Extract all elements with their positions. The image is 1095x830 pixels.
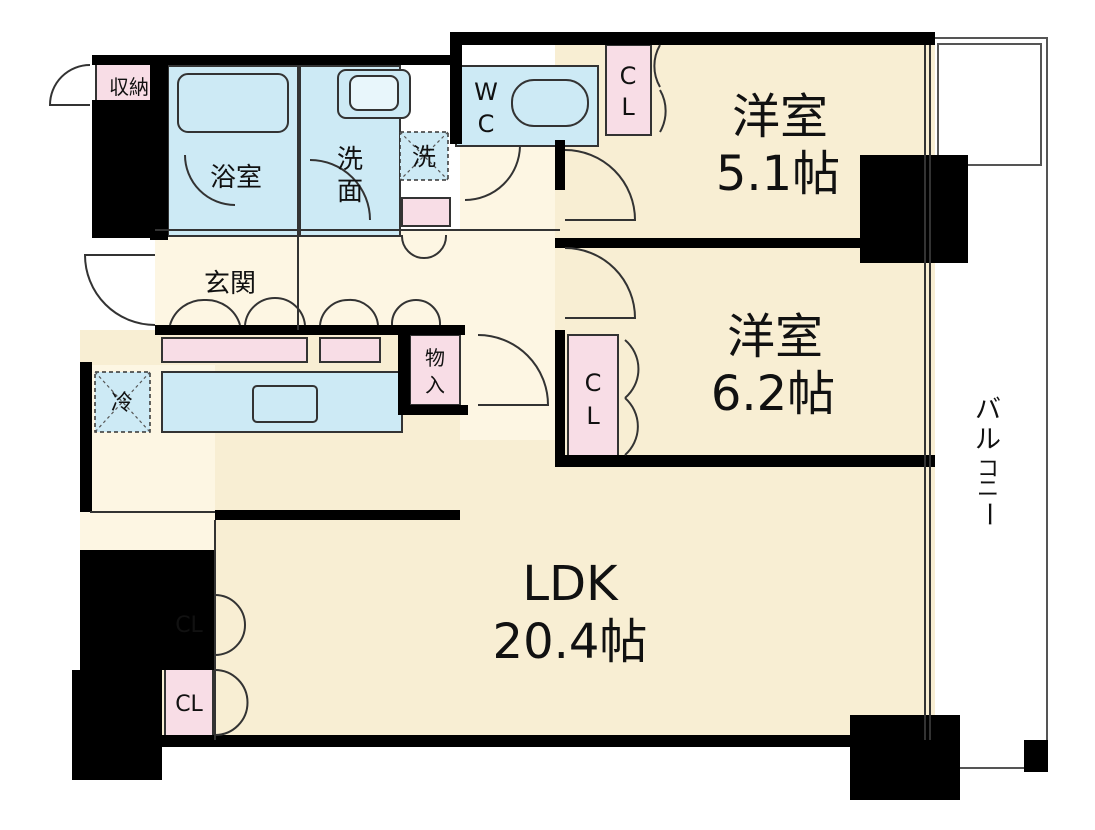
closet-label-top-1: C [620,62,637,90]
fixture-marks [94,131,449,433]
balcony-char-3: コ [977,457,999,482]
balcony [931,37,1048,772]
room-label-ldk: LDK [522,556,619,612]
balcony-char-2: ル [975,425,1001,455]
closet-label-top-2: L [621,93,635,121]
balcony-char-4: ニ [977,477,999,502]
closet-label-mid-1: C [585,369,602,397]
room-size-western-2: 6.2帖 [711,366,835,422]
balcony-char-1: バ [975,395,1001,425]
storage-top-label: 収納 [109,75,149,99]
walls [72,32,968,800]
washer-label: 洗 [412,143,436,171]
closet-label-ldk-1: CL [175,613,203,638]
closet-label-ldk-2: CL [175,692,203,717]
entrance-label: 玄関 [204,269,256,299]
room-size-western-1: 5.1帖 [716,146,840,202]
toilet-label-1: W [474,78,498,106]
balcony-char-5: ー [973,501,1003,527]
closet-label-mid-2: L [586,402,600,430]
pantry-label-1: 物 [425,346,445,370]
toilet-label-2: C [478,110,495,138]
wet-areas [94,65,599,433]
door-swings [48,44,667,736]
partitions [90,45,931,740]
room-label-western-2: 洋室 [727,309,823,365]
fridge-label: 冷 [111,391,133,416]
balcony-label: バ ル コ ニ ー [973,395,1003,527]
pantry-label-2: 入 [425,373,445,397]
room-label-washroom-1: 洗 [337,145,363,175]
room-label-western-1: 洋室 [732,89,828,145]
room-size-ldk: 20.4帖 [493,614,648,670]
room-label-washroom-2: 面 [337,177,363,207]
room-label-bathroom: 浴室 [210,163,262,193]
